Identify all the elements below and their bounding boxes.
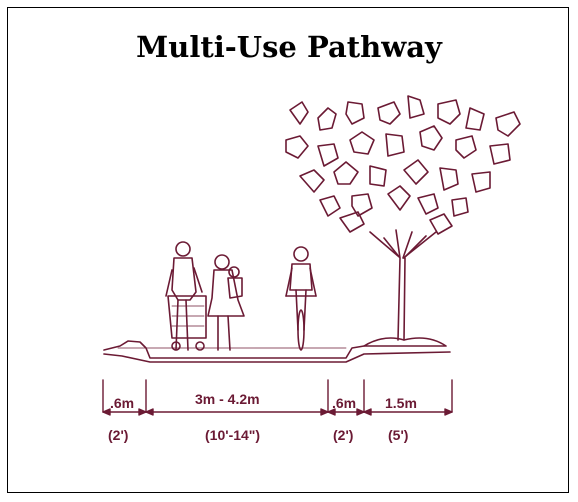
pedestrians-with-stroller — [165, 241, 245, 351]
dim-label-boulevard-imperial: (5') — [388, 427, 408, 443]
tree-trunk — [363, 229, 447, 347]
dim-label-shoulder-left-imperial: (2') — [108, 427, 128, 443]
dimension-lines — [102, 379, 453, 416]
ground-section — [103, 340, 451, 363]
dim-label-path-width-imperial: (10'-14") — [205, 427, 260, 443]
dim-label-shoulder-right-imperial: (2') — [333, 427, 353, 443]
dim-label-shoulder-left: .6m — [110, 395, 134, 411]
tree-canopy — [285, 95, 521, 235]
dim-label-shoulder-right: .6m — [332, 395, 356, 411]
page-title: Multi-Use Pathway — [136, 30, 442, 64]
dim-label-path-width: 3m - 4.2m — [195, 391, 260, 407]
cyclist — [285, 246, 317, 351]
dim-label-boulevard: 1.5m — [385, 395, 417, 411]
